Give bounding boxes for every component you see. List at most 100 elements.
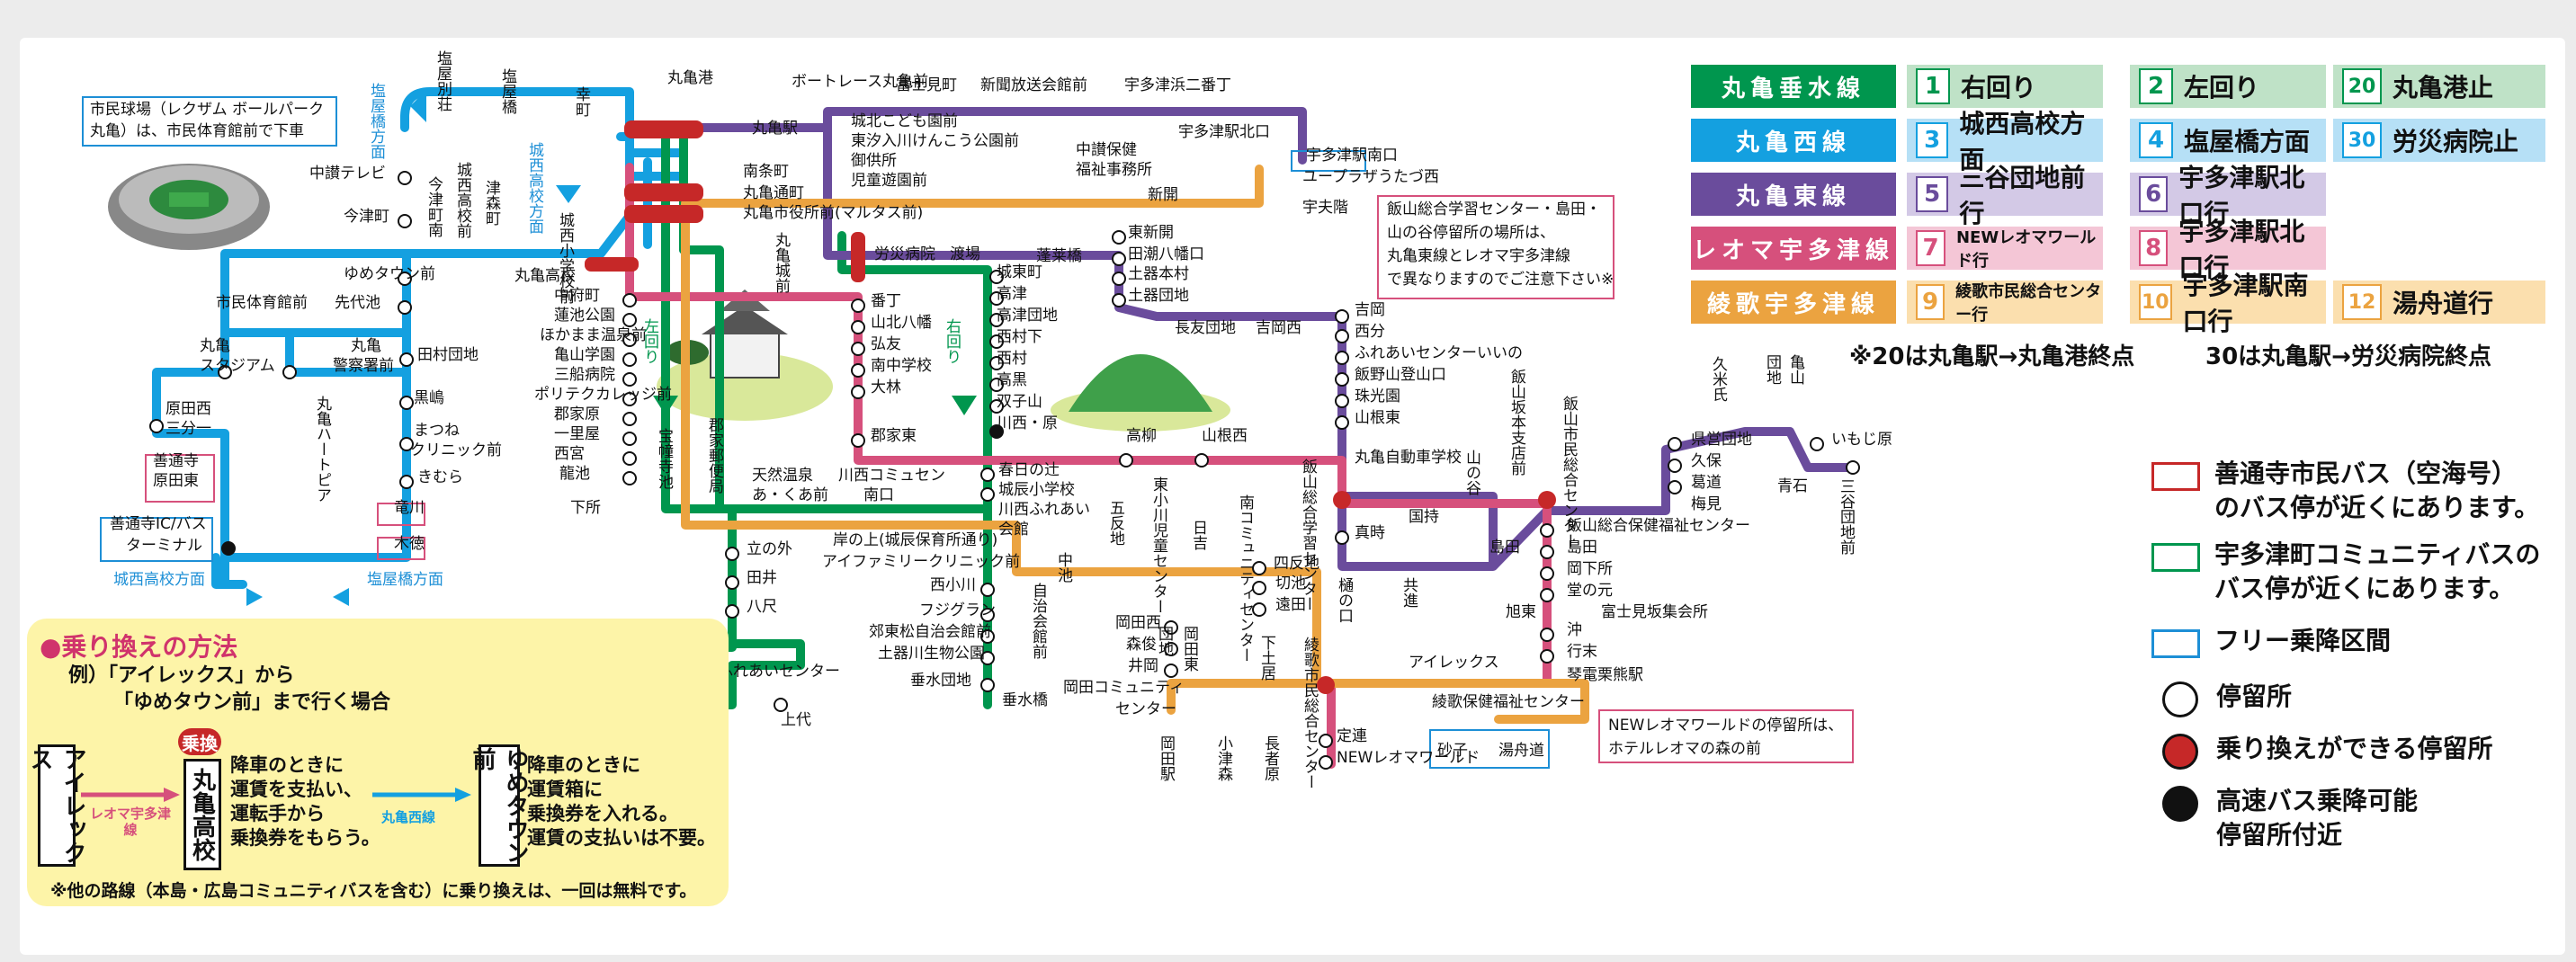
stop-label: 吉岡	[1355, 301, 1385, 319]
iiyama-note-box	[1377, 195, 1614, 299]
stop-label: ポリテクカレッジ前	[534, 386, 672, 404]
transfer-from-box: アイレックス	[26, 744, 86, 867]
stop-label: 南中学校	[871, 357, 932, 375]
stop-labels-vertical: 塩屋別荘塩屋橋幸町今津町南城西高校前津森町城西小学校前丸亀城前宝幢寺池郡家郵便局…	[313, 50, 1856, 789]
stop-label-vertical: 城西高校前	[453, 162, 472, 239]
stop-label: 中府町	[554, 287, 600, 305]
white-circle-icon	[2162, 681, 2198, 717]
dir-josei-top: 城西高校方面	[525, 142, 544, 234]
stop-label: 今津町	[344, 208, 389, 226]
transfer-heading: ●乗り換えの方法	[40, 632, 238, 662]
stop-label: 土器川生物公園	[878, 645, 985, 663]
stop-label: 城辰小学校	[998, 481, 1075, 499]
stop-label: 弘友	[871, 335, 901, 353]
stop-label: 市民体育館前	[216, 294, 308, 312]
stop-label: 高津	[997, 285, 1027, 303]
transfer-note-line: 乗換券を入れる。	[527, 803, 678, 824]
dir-shioyabashi-top: 塩屋橋方面	[367, 83, 386, 159]
stop-label: 丸亀	[351, 337, 381, 355]
stop-label: 湯舟道	[1498, 742, 1544, 760]
stop-label: 綾歌保健福祉センター	[1432, 693, 1585, 711]
stop-label-vertical: 下土居	[1257, 635, 1276, 681]
stop-label: 久保	[1691, 452, 1722, 470]
stop-label: 南条町	[743, 163, 789, 181]
red-square-icon	[2151, 462, 2200, 491]
stop-label: クリニック前	[410, 441, 502, 459]
stop-label: 飯野山登山口	[1355, 366, 1446, 384]
route-destination: 湯舟道行	[2393, 289, 2494, 318]
key-kukaigo: 善通寺市民バス（空海号） のバス停が近くにあります。	[2151, 457, 2539, 525]
stop-label-vertical: 宝幢寺池	[655, 428, 674, 489]
stop-label: 宇夫階	[1302, 199, 1348, 217]
stop-label: 東新開	[1128, 224, 1174, 242]
stop-label: 長友団地	[1175, 319, 1236, 337]
stop-label: 八尺	[747, 598, 777, 616]
stop-label: 丸亀港	[667, 69, 713, 87]
stop-label: 立の外	[747, 540, 792, 558]
key-text: のバス停が近くにあります。	[2214, 493, 2540, 522]
stop-label: ゆめタウン前	[344, 265, 435, 283]
transfer-guide: ●乗り換えの方法 例）「アイレックス」から 「ゆめタウン前」まで行く場合 アイレ…	[26, 619, 729, 906]
stop-label: まつね	[414, 422, 460, 440]
stop-label: 島田	[1567, 539, 1597, 557]
route-number-badge: 4	[2139, 122, 2173, 158]
transfer-note-line: 降車のときに	[527, 754, 640, 776]
arrow-blue-icon	[372, 788, 471, 802]
iiyama-note-line: 丸亀東線とレオマ宇多津線	[1387, 247, 1570, 265]
transfer-badge: 乗換	[178, 728, 221, 755]
key-text: 善通寺市民バス（空海号）	[2214, 459, 2518, 488]
line-name-1: 丸亀西線	[1691, 119, 1896, 162]
route-marugame-higashi	[625, 107, 1857, 571]
route-number-badge: 9	[1916, 284, 1945, 320]
stop-label-vertical: 丸亀ハートピア	[313, 396, 332, 503]
stop-label: 旭東	[1506, 603, 1536, 621]
stop-label: 大林	[871, 379, 901, 396]
transfer-line-2: 丸亀西線	[381, 809, 436, 825]
stadium-note-box	[82, 96, 337, 147]
route-number-badge: 1	[1916, 68, 1950, 104]
stop-label: 御供所	[851, 152, 897, 170]
stop-label: 蓮池公園	[554, 307, 615, 325]
transfer-note-1: 降車のときに 運賃を支払い、 運転手から 乗換券をもらう。	[230, 753, 380, 851]
stop-label-vertical: 塩屋別荘	[434, 50, 452, 111]
stop-label: 高津団地	[997, 307, 1058, 325]
stop-label: NEWレオマワールド	[1337, 749, 1480, 767]
stop-label: 丸亀市役所前(マルタス前)	[743, 204, 923, 222]
route-number-badge: 5	[1916, 176, 1949, 212]
stop-label-vertical: 東小川児童センター	[1149, 477, 1168, 614]
stop-label-vertical: 今津町南	[425, 176, 443, 237]
stop-label: フジグラン	[919, 601, 996, 619]
stop-label: 宇多津駅北口	[1178, 123, 1270, 141]
key-free-boarding: フリー乗降区間	[2151, 624, 2391, 658]
mountain-illustration	[1051, 354, 1230, 432]
key-text: 停留所	[2216, 681, 2293, 711]
stop-label: 新聞放送会館前	[980, 76, 1087, 94]
stop-label: 垂水団地	[910, 672, 971, 690]
stop-label: 労災病院	[874, 245, 935, 263]
stop-label: 丸亀高校	[514, 267, 576, 285]
stop-label-vertical: 中池	[1054, 552, 1073, 583]
key-text: 高速バス乗降可能	[2216, 786, 2419, 815]
stop-label: 島田	[1489, 539, 1520, 557]
stop-label: いもじ原	[1831, 431, 1892, 449]
stop-label: 龍池	[559, 465, 590, 483]
stop-label: 川西・原	[997, 414, 1058, 432]
stop-label: 定連	[1337, 727, 1367, 745]
transfer-example-2: 「ゆめタウン前」まで行く場合	[113, 691, 391, 714]
stop-label: 宇多津浜二番丁	[1124, 76, 1231, 94]
red-circle-icon	[2162, 734, 2198, 770]
transfer-note-line: 運転手から	[230, 803, 325, 824]
stop-label-vertical: 幸町	[572, 86, 591, 117]
route-number-badge: 2	[2139, 68, 2173, 104]
stop-label: 天然温泉	[752, 467, 813, 485]
key-text: 宇多津町コミュニティバスの	[2214, 539, 2541, 569]
stop-label: 西宮	[554, 445, 585, 463]
stop-label: ユープラザうたづ西	[1302, 168, 1439, 186]
key-transfer-stop: 乗り換えができる停留所	[2162, 732, 2492, 770]
stop-label: 川西ふれあい	[998, 501, 1090, 519]
